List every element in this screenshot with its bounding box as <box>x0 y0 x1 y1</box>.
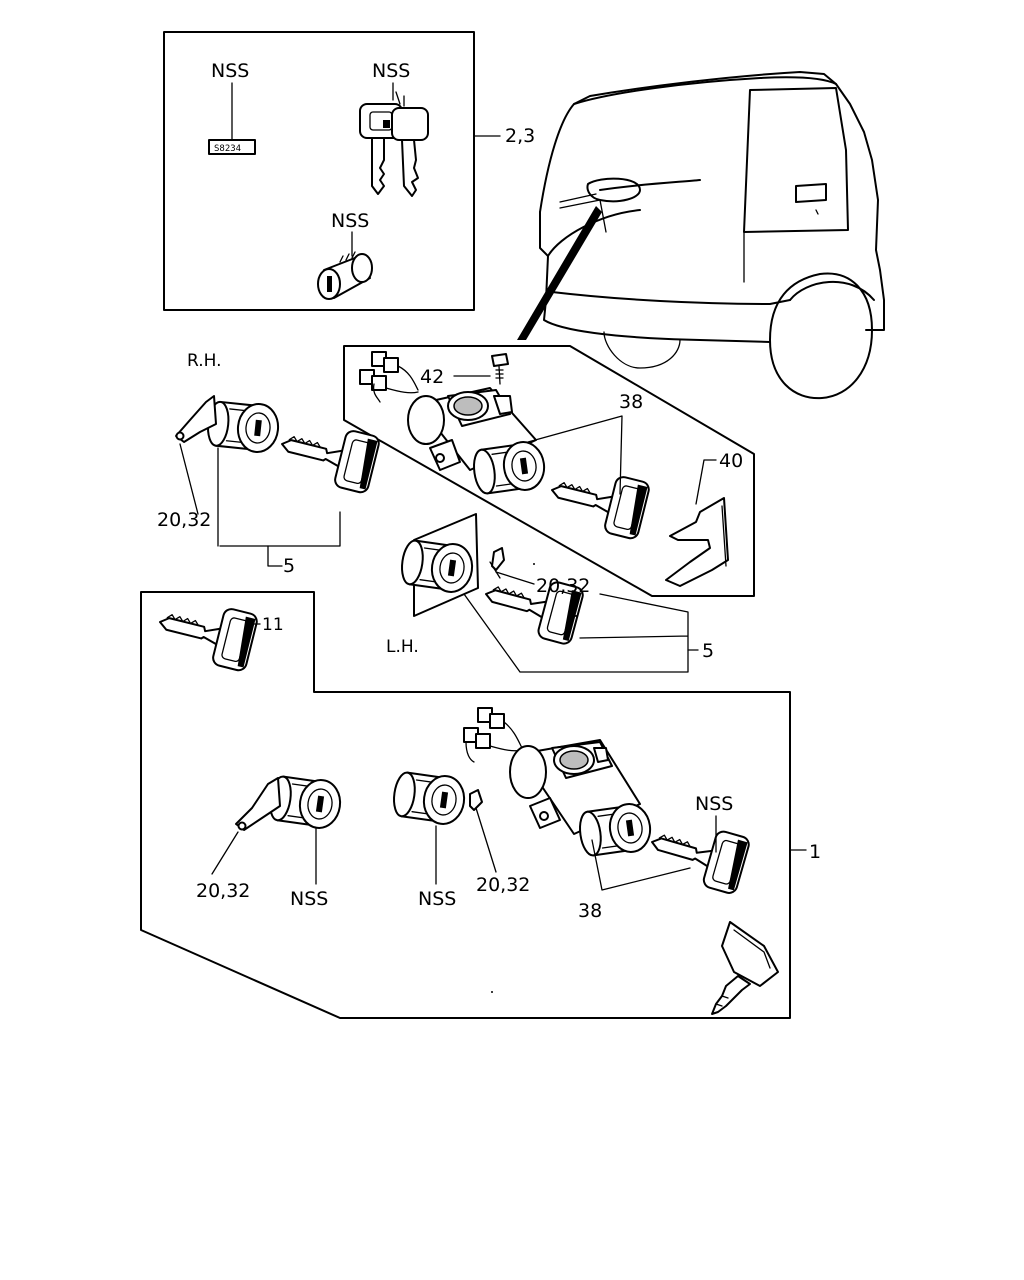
connector-icon <box>359 351 419 403</box>
label-rh: R.H. <box>187 351 222 371</box>
label-part-20-32-lh: 20,32 <box>536 575 590 597</box>
label-part-40: 40 <box>719 450 743 472</box>
label-lh: L.H. <box>386 637 419 657</box>
lock-cylinder-icon <box>235 772 345 832</box>
ignition-set-box: 42 38 40 <box>343 345 755 597</box>
nss-label-tag: NSS <box>211 60 249 82</box>
rh-door-lock: R.H. 20,32 5 <box>157 351 382 577</box>
key-icon <box>643 812 752 896</box>
lock-kit-box: 11 20,32 NSS NSS 20,32 <box>140 591 821 1019</box>
nss-label-keys-kit: NSS <box>695 793 733 815</box>
lock-cylinder-icon <box>390 768 469 828</box>
lock-cylinder-icon <box>317 251 373 300</box>
label-part-20-32-a: 20,32 <box>196 880 250 902</box>
label-part-2-3: 2,3 <box>505 125 535 147</box>
connector-icon <box>463 707 523 763</box>
screw-icon <box>491 353 509 385</box>
label-part-11: 11 <box>262 615 284 635</box>
lh-door-lock: 20,32 L.H. 5 <box>386 513 714 673</box>
label-part-38: 38 <box>619 391 643 413</box>
callout-pointer <box>517 206 602 340</box>
label-part-20-32-b: 20,32 <box>476 874 530 896</box>
code-tag <box>208 139 256 155</box>
lock-cylinder-icon <box>175 395 282 455</box>
code-tag-text: S8234 <box>214 144 241 154</box>
key-icon <box>152 591 260 673</box>
key-icon <box>711 921 779 1015</box>
nss-label-keys: NSS <box>372 60 410 82</box>
ignition-switch-icon <box>509 739 655 860</box>
nss-label-cylinder: NSS <box>331 210 369 232</box>
nss-label-cylinder-a: NSS <box>290 888 328 910</box>
label-part-20-32-rh: 20,32 <box>157 509 211 531</box>
label-part-38-kit: 38 <box>578 900 602 922</box>
key-icon <box>359 91 429 197</box>
ignition-switch-icon <box>407 387 549 498</box>
label-part-5-lh: 5 <box>702 640 714 662</box>
label-part-5-rh: 5 <box>283 555 295 577</box>
label-part-42: 42 <box>420 366 444 388</box>
key-icon <box>544 459 652 541</box>
label-part-1: 1 <box>809 841 821 863</box>
retainer-clip-icon <box>665 497 729 587</box>
nss-label-cylinder-b: NSS <box>418 888 456 910</box>
key-set-box: NSS S8234 NSS NSS 2,3 <box>163 31 535 311</box>
vehicle-cab-icon <box>539 71 885 400</box>
key-icon <box>274 413 382 495</box>
